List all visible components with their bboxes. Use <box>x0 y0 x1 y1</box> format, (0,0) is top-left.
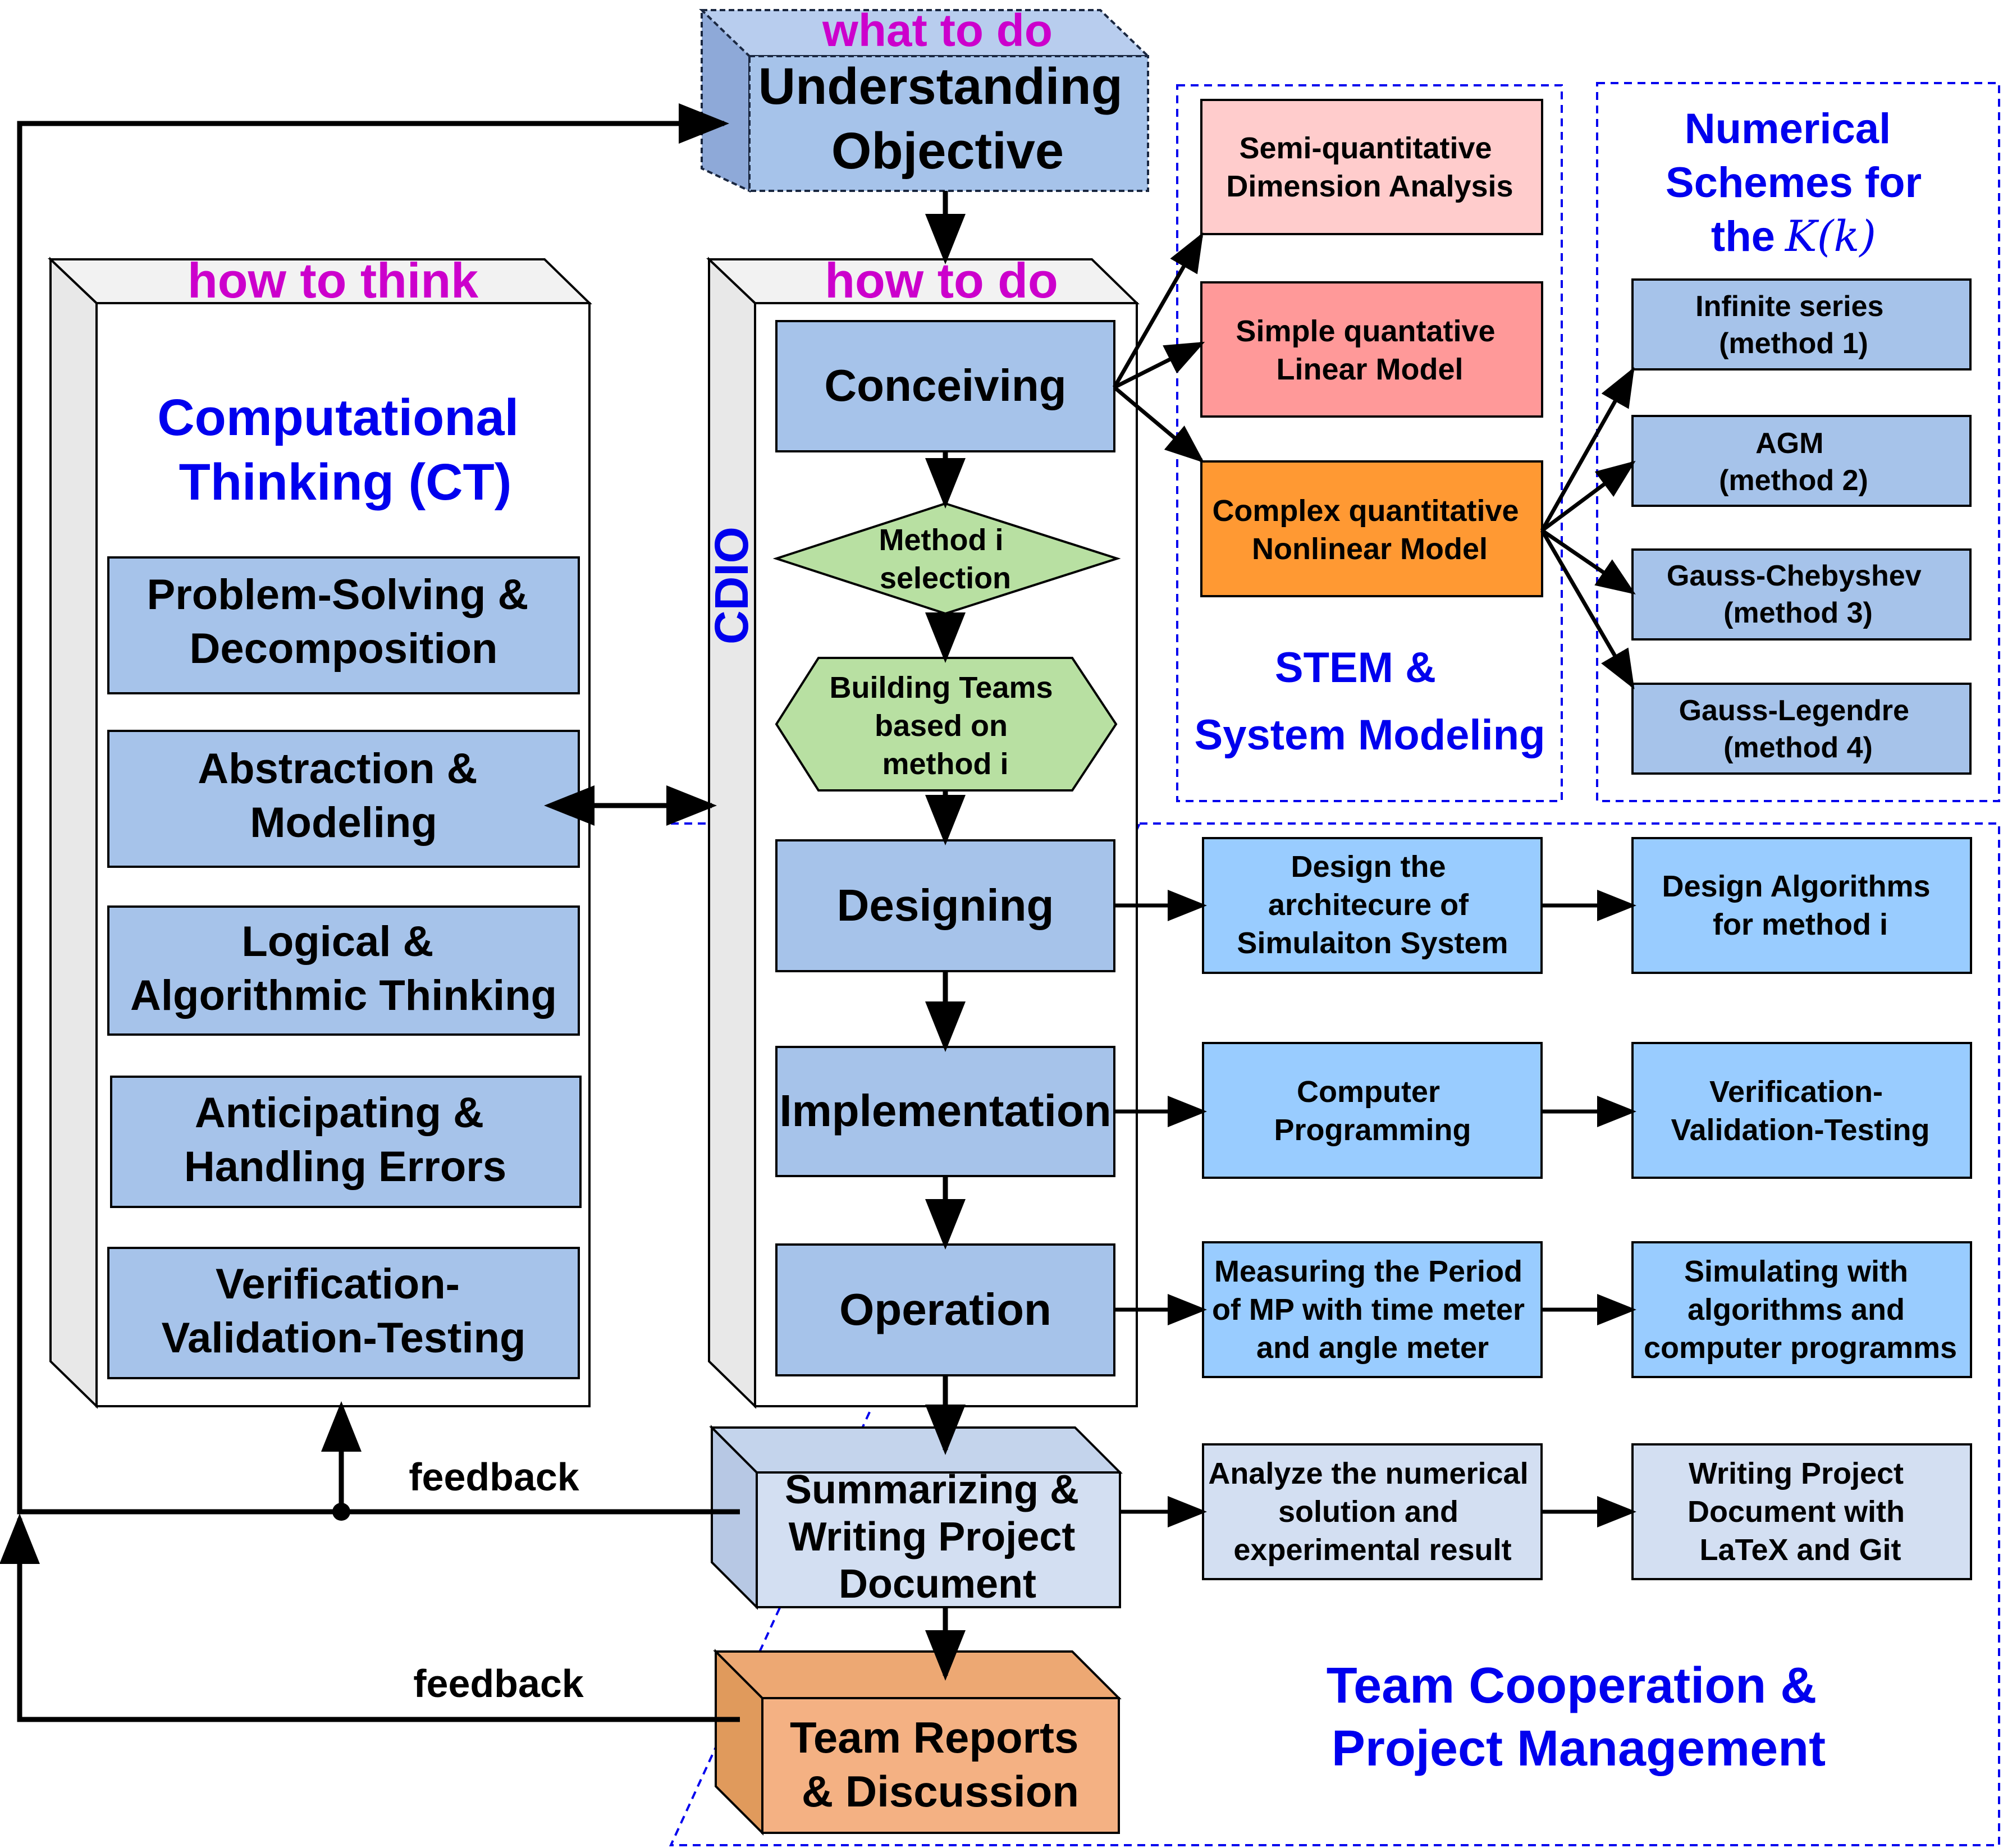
summarizing-box: Summarizing & Writing Project Document <box>709 1425 1123 1610</box>
svg-text:Computer Programming: Computer Programming <box>1274 1075 1471 1147</box>
svg-text:Analyze the numerical so: Analyze the numerical solution and exper… <box>1208 1457 1536 1567</box>
verification-testing-box: Verification- Validation-Testing <box>1631 1042 1972 1179</box>
stem-model-simple-linear: Simple quantative Linear Model <box>1200 281 1543 418</box>
feedback-loop-upper <box>17 103 740 1515</box>
svg-text:Simulating with algorit: Simulating with algorithms and computer … <box>1644 1255 1957 1365</box>
designing-box: Designing <box>775 839 1115 972</box>
building-teams-hexagon: Building Teams based on method i <box>775 657 1118 792</box>
svg-text:Semi-quantitative Dimens: Semi-quantitative Dimension Analysis <box>1226 131 1513 203</box>
cdio-side-label: CDIO <box>705 527 758 644</box>
method-4-gauss-legendre: Gauss-Legendre (method 4) <box>1631 683 1972 775</box>
measuring-period-box: Measuring the Period of MP with time met… <box>1202 1241 1543 1378</box>
stem-model-semi-quantitative: Semi-quantitative Dimension Analysis <box>1200 99 1543 235</box>
cdio-panel: how to do CDIO Conceiving Method i selec… <box>705 253 1140 1409</box>
understanding-objective-text: Understanding Objective <box>758 58 1137 180</box>
how-to-think-label: how to think <box>188 253 479 308</box>
stem-label: STEM & System Modeling <box>1195 644 1545 759</box>
feedback-label-lower: feedback <box>413 1662 584 1705</box>
feedback-loop-lower <box>0 1513 740 1722</box>
simulating-box: Simulating with algorithms and computer … <box>1631 1241 1972 1378</box>
arrow-to-method-3 <box>1541 529 1636 594</box>
svg-text:Design the architecure o: Design the architecure of Simulaiton Sys… <box>1237 850 1508 960</box>
numerical-title: Numerical Schemes for <box>1666 105 1922 207</box>
svg-text:Complex quantitative Non: Complex quantitative Nonlinear Model <box>1212 494 1527 566</box>
svg-text:Building Teams based o: Building Teams based on method i <box>829 671 1061 781</box>
ct-item-logical: Logical & Algorithmic Thinking <box>107 905 580 1036</box>
how-to-do-label: how to do <box>825 253 1058 308</box>
computer-programming-box: Computer Programming <box>1202 1042 1543 1179</box>
svg-text:Anticipating & Handlin: Anticipating & Handling Errors <box>184 1089 506 1191</box>
design-architecture-box: Design the architecure of Simulaiton Sys… <box>1202 837 1543 974</box>
design-algorithms-box: Design Algorithms for method i <box>1631 837 1972 974</box>
svg-text:Operation: Operation <box>839 1284 1051 1334</box>
arrow-to-method-4 <box>1540 529 1635 690</box>
svg-text:Simple quantative Linear: Simple quantative Linear Model <box>1236 314 1503 386</box>
stem-model-complex-nonlinear: Complex quantitative Nonlinear Model <box>1200 460 1543 597</box>
arrow-to-semi-quantitative <box>1112 232 1204 388</box>
svg-text:Writing Project Document: Writing Project Document with LaTeX and … <box>1688 1457 1913 1567</box>
svg-text:Summarizing & Writing Pr: Summarizing & Writing Project Document <box>785 1467 1090 1607</box>
implementation-box: Implementation <box>775 1046 1115 1177</box>
svg-text:Gauss-Legendre (method 4: Gauss-Legendre (method 4) <box>1679 694 1918 764</box>
svg-text:Designing: Designing <box>837 880 1054 930</box>
arrow-to-method-1 <box>1540 367 1635 532</box>
ct-item-anticipating: Anticipating & Handling Errors <box>110 1076 582 1208</box>
connectors <box>0 103 1636 1722</box>
ct-item-problem-solving: Problem-Solving & Decomposition <box>107 556 580 694</box>
svg-text:AGM (method 2): AGM (method 2) <box>1719 427 1868 497</box>
svg-text:Infinite series (method: Infinite series (method 1) <box>1695 290 1892 360</box>
ct-title: Computational Thinking (CT) <box>157 389 533 511</box>
svg-text:Gauss-Chebyshev (method: Gauss-Chebyshev (method 3) <box>1667 560 1929 629</box>
svg-text:Measuring the Period of: Measuring the Period of MP with time met… <box>1212 1255 1533 1365</box>
ct-item-verification: Verification- Validation-Testing <box>107 1247 580 1379</box>
method-1-infinite-series: Infinite series (method 1) <box>1631 278 1972 370</box>
svg-text:Implementation: Implementation <box>779 1086 1111 1136</box>
svg-text:Verification- Validation: Verification- Validation-Testing <box>1671 1075 1929 1147</box>
operation-box: Operation <box>775 1243 1115 1376</box>
ct-item-abstraction: Abstraction & Modeling <box>107 730 580 868</box>
numerical-region-frame <box>1596 82 2000 802</box>
analyze-solution-box: Analyze the numerical solution and exper… <box>1202 1443 1543 1580</box>
conceiving-box: Conceiving <box>775 320 1115 452</box>
svg-text:Verification- Validati: Verification- Validation-Testing <box>162 1260 526 1362</box>
arrow-to-complex-nonlinear <box>1113 386 1205 463</box>
team-cooperation-label: Team Cooperation & Project Management <box>1327 1658 1831 1777</box>
team-reports-box: Team Reports & Discussion <box>713 1649 1122 1836</box>
method-2-agm: AGM (method 2) <box>1631 415 1972 507</box>
feedback-junction-dot <box>332 1503 350 1521</box>
arrow-to-simple-linear <box>1113 341 1205 390</box>
writing-document-box: Writing Project Document with LaTeX and … <box>1631 1443 1972 1580</box>
svg-text:Design Algorithms for m: Design Algorithms for method i <box>1662 870 1938 941</box>
svg-text:Abstraction & Modeling: Abstraction & Modeling <box>198 745 489 847</box>
what-to-do-label: what to do <box>822 5 1053 56</box>
svg-text:Team Reports & Discussio: Team Reports & Discussion <box>790 1713 1091 1816</box>
arrow-to-method-2 <box>1540 460 1636 532</box>
svg-text:Logical & Algorithmic: Logical & Algorithmic Thinking <box>130 918 557 1019</box>
svg-text:Problem-Solving & Deco: Problem-Solving & Decomposition <box>147 571 541 673</box>
svg-text:Conceiving: Conceiving <box>824 360 1066 410</box>
svg-text:Method i selection: Method i selection <box>879 523 1012 595</box>
stem-region-frame <box>1176 84 1563 802</box>
feedback-label-upper: feedback <box>409 1455 579 1499</box>
ct-panel: how to think Computational Thinking (CT)… <box>47 253 592 1409</box>
understanding-objective-box: what to do Understanding Objective <box>699 5 1151 193</box>
method-3-gauss-chebyshev: Gauss-Chebyshev (method 3) <box>1631 548 1972 641</box>
